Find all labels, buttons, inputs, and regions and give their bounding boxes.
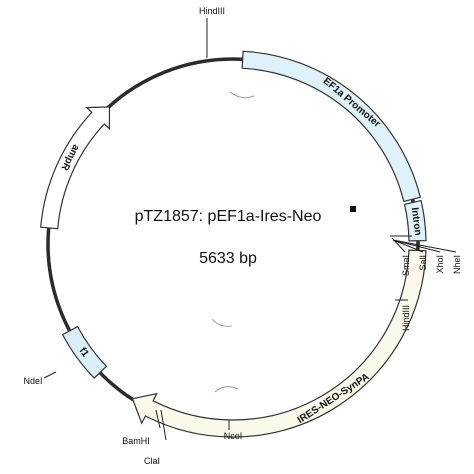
feature-label-ef1a-promoter: EF1a Promoter: [321, 76, 383, 130]
scan-mark-left: [211, 318, 233, 327]
tick-ndei: [43, 371, 57, 379]
site-hindiii-right: HindIII: [401, 305, 411, 331]
feature-f1: [61, 325, 108, 379]
feature-label-ires-neo-synpa: IRES-NEO-SynPA: [296, 372, 372, 427]
tick-mcs-4: [392, 239, 457, 253]
site-nhei: NheI: [452, 255, 462, 274]
site-ndei: NdeI: [23, 376, 42, 386]
plasmid-size: 5633 bp: [199, 250, 257, 267]
feature-ampr: [40, 106, 111, 230]
tick-mcs-2: [392, 239, 424, 253]
scan-mark-center: [350, 206, 356, 212]
feature-ef1a-promoter: [241, 50, 422, 203]
feature-label-intron: Intron: [409, 207, 423, 236]
scan-mark-bottom: [214, 386, 239, 393]
site-clai: ClaI: [144, 456, 160, 466]
site-hindiii-top: HindIII: [199, 6, 225, 16]
site-sali: SalI: [418, 255, 428, 271]
tick-bamhi: [155, 409, 161, 429]
feature-intron: [403, 199, 427, 242]
tick-clai: [160, 409, 167, 441]
site-bamhi: BamHI: [122, 436, 150, 446]
site-smai: SmaI: [401, 255, 411, 276]
feature-ires-neo-synpa: [131, 249, 427, 438]
site-ticks: [43, 18, 457, 441]
site-ncoi: NcoI: [224, 431, 243, 441]
site-xhoi: XhoI: [435, 255, 445, 274]
scan-mark-top: [229, 91, 255, 99]
plasmid-name: pTZ1857: pEF1a-Ires-Neo: [135, 208, 322, 225]
